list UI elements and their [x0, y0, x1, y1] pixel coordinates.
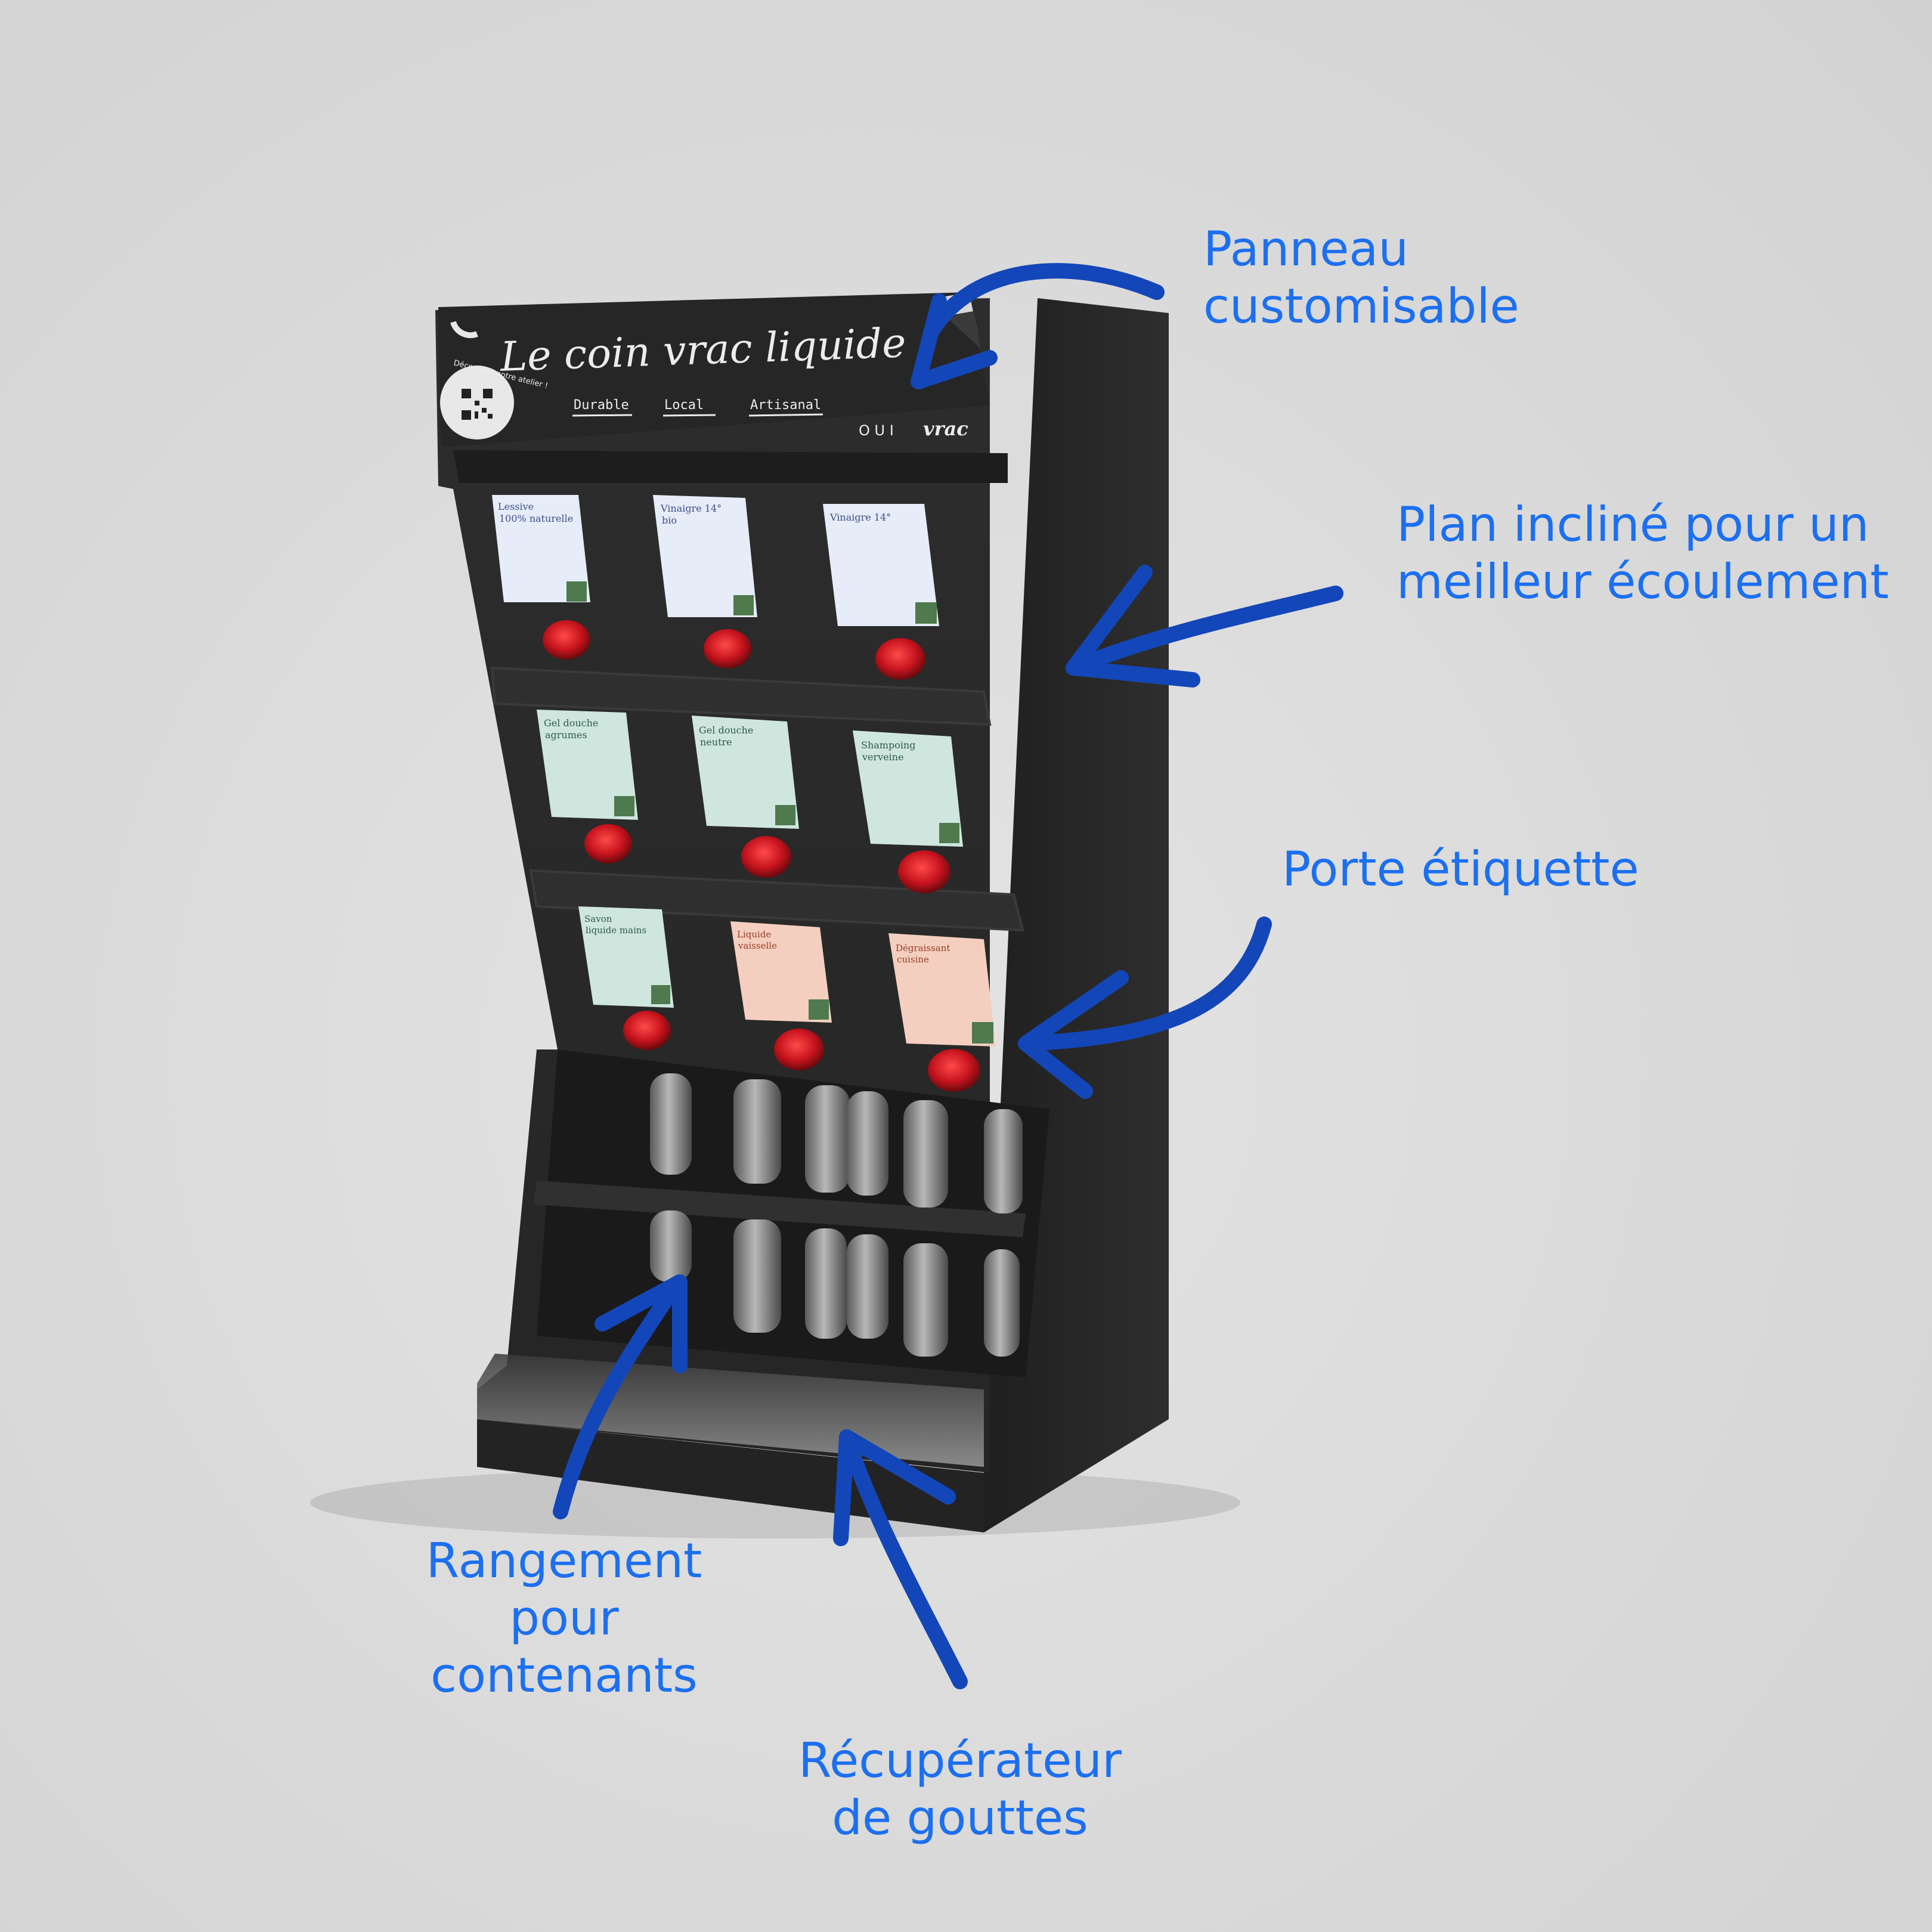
arrow-storage-head — [595, 1274, 688, 1373]
label-title: Dégraissant — [896, 943, 950, 953]
bottle — [984, 1109, 1023, 1213]
label-grid: Lessive 100% naturelle Vinaigre 14° bio … — [492, 495, 996, 1046]
qr-code-icon — [460, 388, 494, 421]
tap-red-2 — [704, 629, 751, 668]
tap-red-9 — [928, 1049, 980, 1092]
label-title: Lessive — [498, 501, 534, 512]
customizable-header-panel — [438, 292, 990, 447]
product-label: Dégraissant cuisine — [888, 933, 996, 1046]
top-tray — [453, 450, 1008, 483]
product-label: Lessive 100% naturelle — [492, 495, 590, 602]
callout-slope-line2: meilleur écoulement — [1397, 554, 1889, 609]
product-label: Vinaigre 14° bio — [653, 495, 757, 617]
label-title: Shampoing — [861, 739, 916, 751]
callout-drip-line2: de gouttes — [832, 1790, 1088, 1846]
arrow-drip — [839, 1429, 968, 1689]
bottle — [650, 1210, 692, 1282]
tap-red-7 — [623, 1011, 671, 1050]
brand-name: vrac — [923, 417, 968, 440]
arrow-panel-head — [911, 293, 998, 389]
callout-storage-line1: Rangement — [426, 1533, 702, 1589]
product-label: Gel douche agrumes — [537, 710, 638, 820]
label-title: Gel douche — [544, 717, 598, 729]
bottle — [650, 1073, 692, 1175]
label-subtitle: vaisselle — [738, 940, 777, 951]
cabinet-base — [477, 1419, 984, 1532]
tap-red-4 — [584, 824, 632, 863]
callout-panel-line2: customisable — [1203, 278, 1519, 334]
callout-label-holder-line1: Porte étiquette — [1282, 841, 1639, 897]
label-subtitle: cuisine — [897, 954, 929, 965]
bottle — [903, 1243, 948, 1357]
bottle — [805, 1085, 850, 1193]
label-subtitle: agrumes — [545, 729, 587, 741]
callout-slope-line1: Plan incliné pour un — [1397, 497, 1869, 552]
header-tag-durable: Durable — [574, 398, 629, 413]
label-subtitle: verveine — [862, 751, 904, 763]
arrow-panel — [922, 263, 1165, 342]
header-ring-decor — [450, 321, 478, 339]
label-title: Liquide — [737, 929, 771, 940]
storage-shelf — [534, 1181, 1026, 1237]
label-subtitle: neutre — [700, 736, 732, 748]
product-label: Liquide vaisselle — [730, 921, 832, 1023]
callout-panel: Panneau customisable — [1203, 221, 1519, 335]
bottle — [984, 1249, 1020, 1357]
bottle — [847, 1234, 888, 1339]
tag-underline — [572, 414, 633, 417]
tap-red-1 — [543, 620, 590, 660]
label-title: Vinaigre 14° — [829, 512, 891, 523]
callout-panel-line1: Panneau — [1203, 221, 1409, 277]
brand-prefix: O U I — [859, 422, 894, 439]
tag-underline — [662, 414, 716, 417]
callout-slope: Plan incliné pour un meilleur écoulement — [1397, 496, 1889, 611]
container-bottles — [650, 1073, 1023, 1357]
bottle — [847, 1091, 888, 1196]
label-subtitle: bio — [662, 515, 677, 526]
callout-storage: Rangement pour contenants — [426, 1532, 702, 1704]
bottle — [733, 1079, 781, 1184]
arrow-label-holder-head — [1018, 970, 1129, 1099]
arrow-label-holder — [1018, 917, 1272, 1051]
arrow-storage — [553, 1280, 682, 1519]
bottle — [805, 1228, 847, 1339]
tap-red-5 — [741, 836, 791, 878]
product-label: Shampoing verveine — [853, 730, 963, 847]
arrow-slope — [1066, 586, 1343, 676]
product-label: Savon liquide mains — [578, 906, 674, 1008]
callout-storage-line3: contenants — [431, 1648, 698, 1703]
shelf-2 — [529, 869, 1024, 932]
arrow-slope-head — [1066, 565, 1200, 688]
label-title: Savon — [584, 914, 612, 924]
callout-storage-line2: pour — [509, 1590, 619, 1646]
callout-drip-line1: Récupérateur — [798, 1733, 1122, 1788]
product-label: Gel douche neutre — [692, 716, 799, 829]
label-title: Vinaigre 14° — [660, 503, 722, 514]
label-subtitle: 100% naturelle — [499, 513, 573, 524]
product-label: Vinaigre 14° — [823, 504, 939, 626]
tap-red-6 — [898, 850, 950, 893]
annotation-arrows — [553, 263, 1343, 1689]
bottle — [903, 1100, 948, 1208]
tap-red-3 — [875, 638, 925, 680]
bottle — [733, 1219, 781, 1333]
taps — [543, 620, 980, 1092]
label-title: Gel douche — [699, 724, 753, 736]
header-tags: Durable Local Artisanal — [574, 398, 821, 413]
arrow-drip-head — [833, 1429, 956, 1546]
header-tag-artisanal: Artisanal — [750, 398, 821, 413]
shelf-1 — [490, 666, 992, 726]
tag-underline — [748, 413, 823, 417]
header-tag-local: Local — [664, 398, 704, 413]
callout-label-holder: Porte étiquette — [1282, 841, 1639, 898]
label-subtitle: liquide mains — [586, 925, 646, 936]
header-stripe-decor-2 — [945, 311, 981, 349]
callout-drip: Récupérateur de gouttes — [798, 1732, 1122, 1847]
tap-red-8 — [774, 1029, 824, 1070]
